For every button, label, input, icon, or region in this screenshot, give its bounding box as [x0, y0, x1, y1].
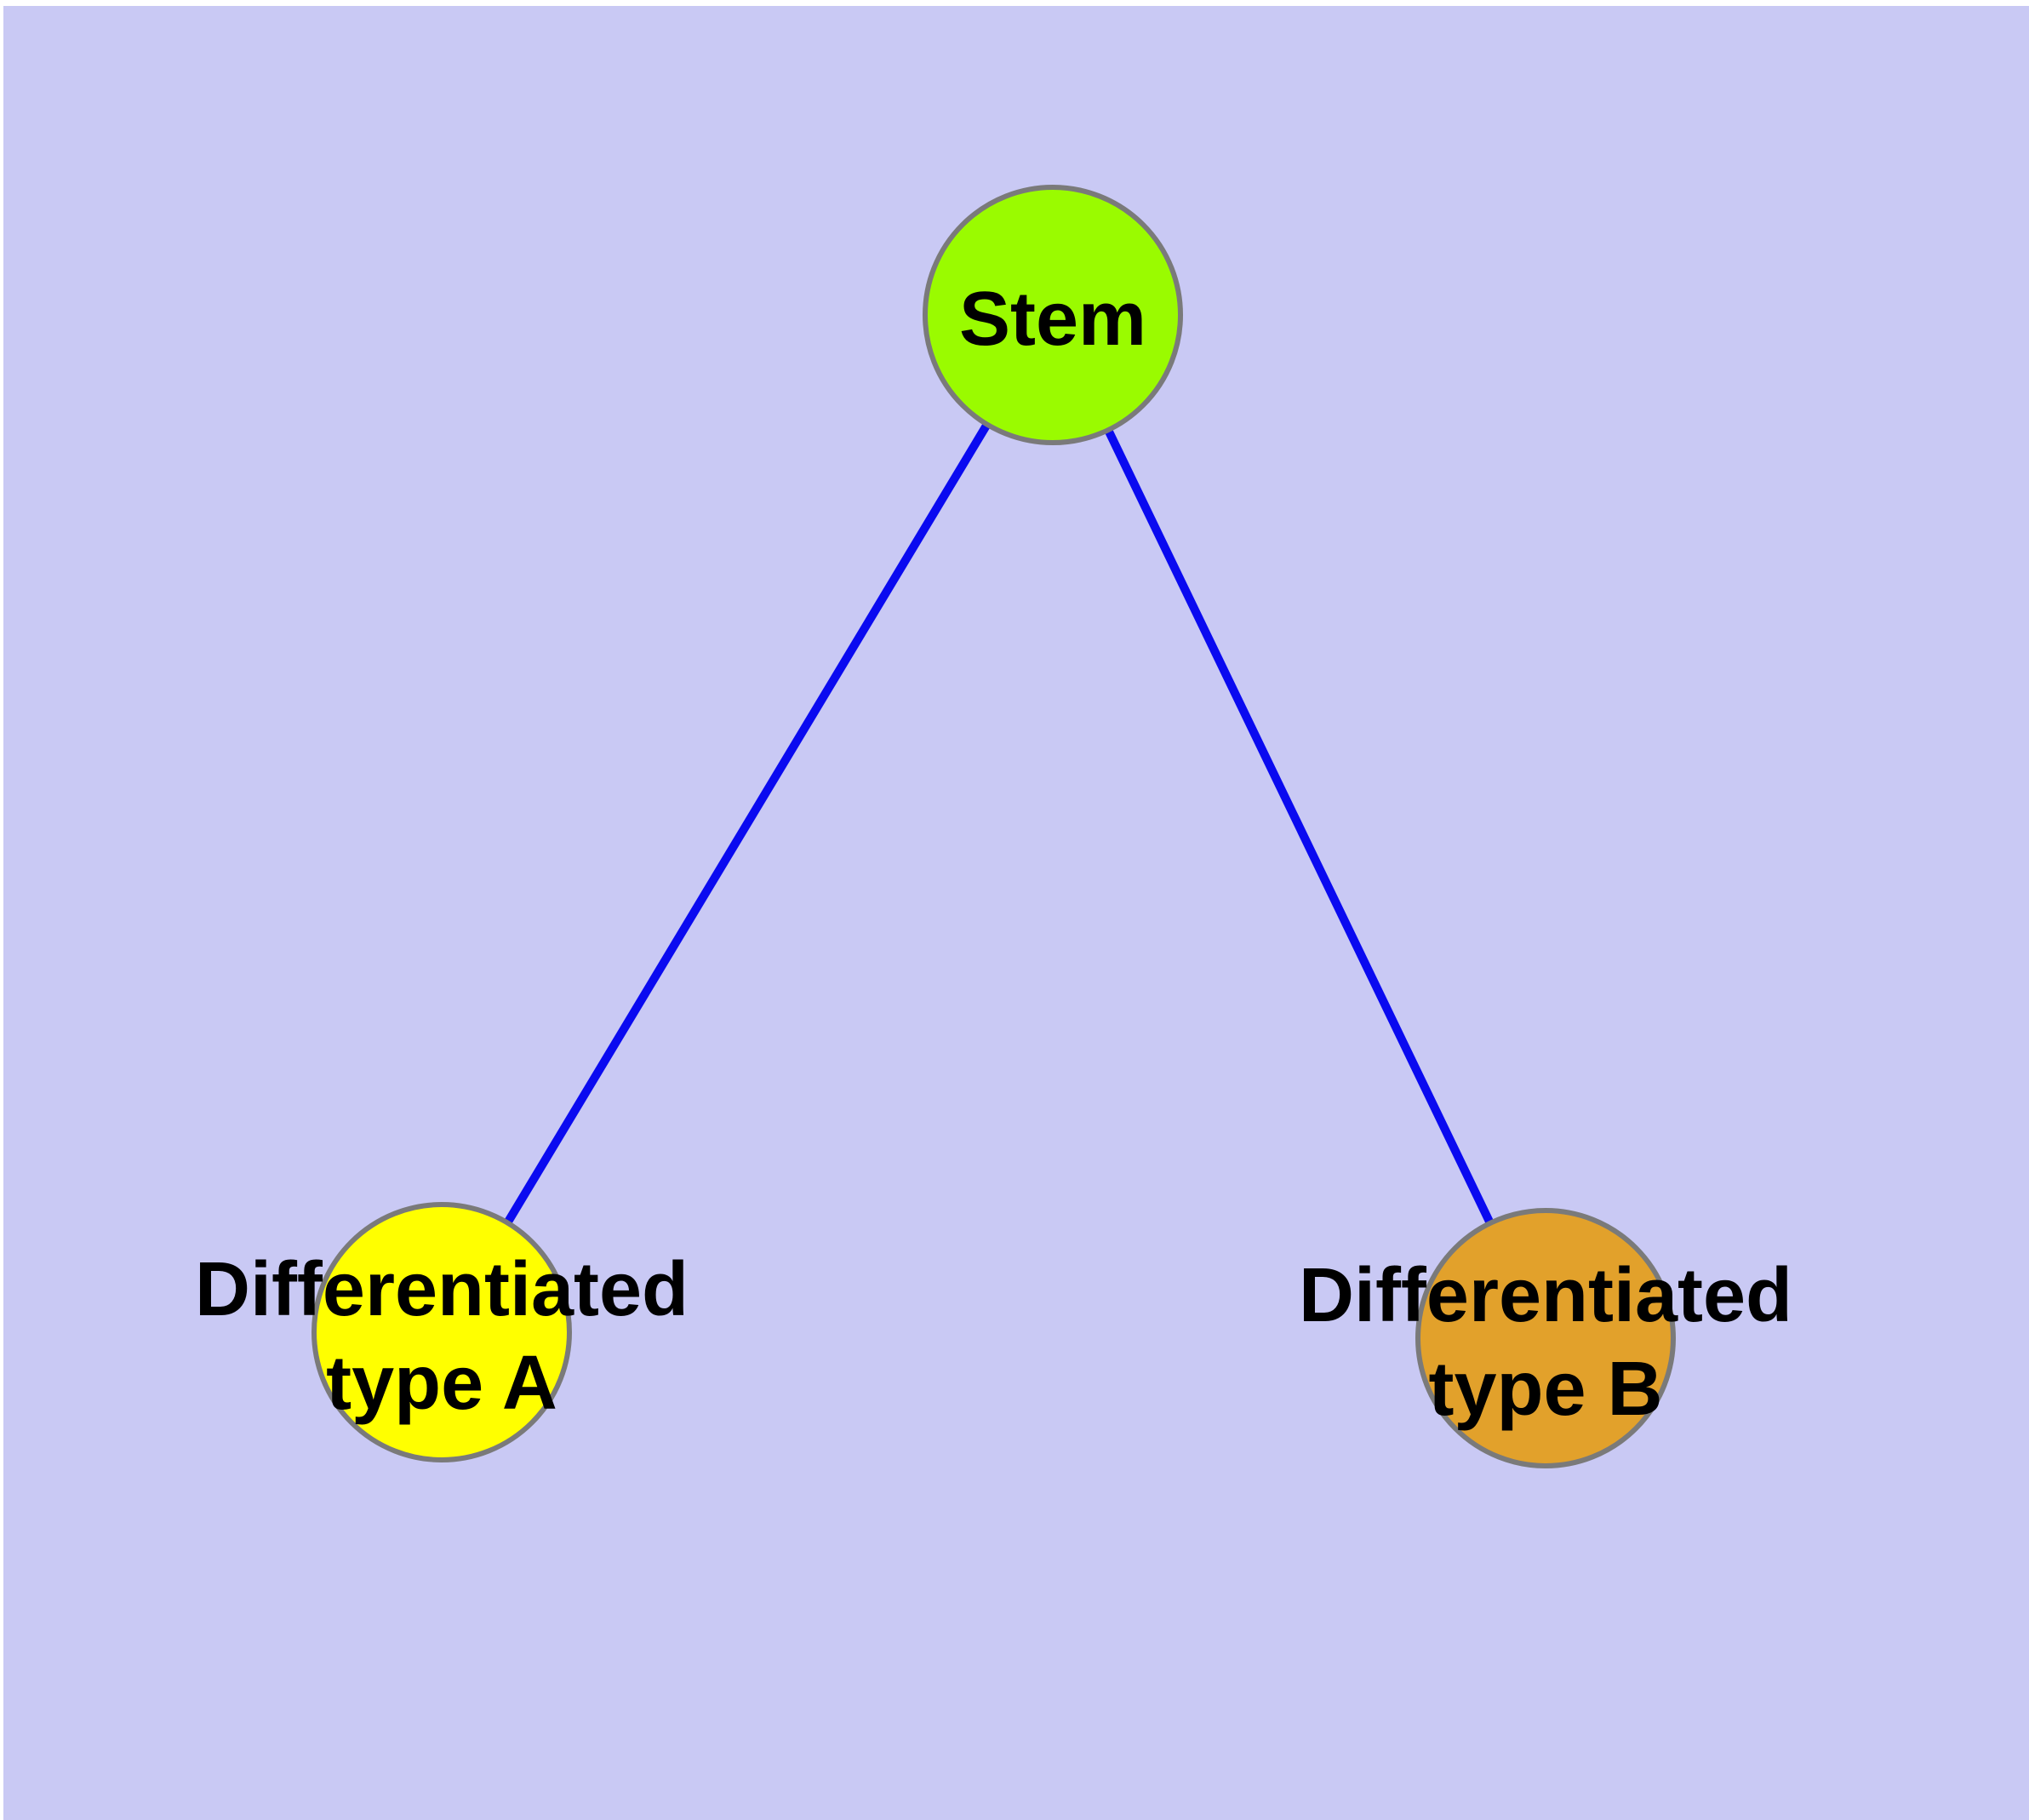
node-stem: [923, 185, 1183, 445]
node-differentiated-type-a: [311, 1202, 572, 1462]
node-type-b-label-line1: Differentiated: [1299, 1253, 1792, 1338]
node-differentiated-type-b: [1415, 1208, 1676, 1468]
label-group: Stem Differentiated type A Differentiate…: [195, 277, 1792, 1432]
edge-stem-to-type-b: [1049, 312, 1550, 1341]
node-type-a-label-line2: type A: [326, 1341, 557, 1426]
edge-stem-to-type-a: [437, 312, 1057, 1335]
node-stem-label: Stem: [959, 277, 1146, 362]
node-type-a-label-line1: Differentiated: [195, 1247, 689, 1332]
node-type-b-label-line2: type B: [1428, 1347, 1662, 1432]
edge-group: [437, 312, 1550, 1341]
node-group: [311, 185, 1676, 1468]
